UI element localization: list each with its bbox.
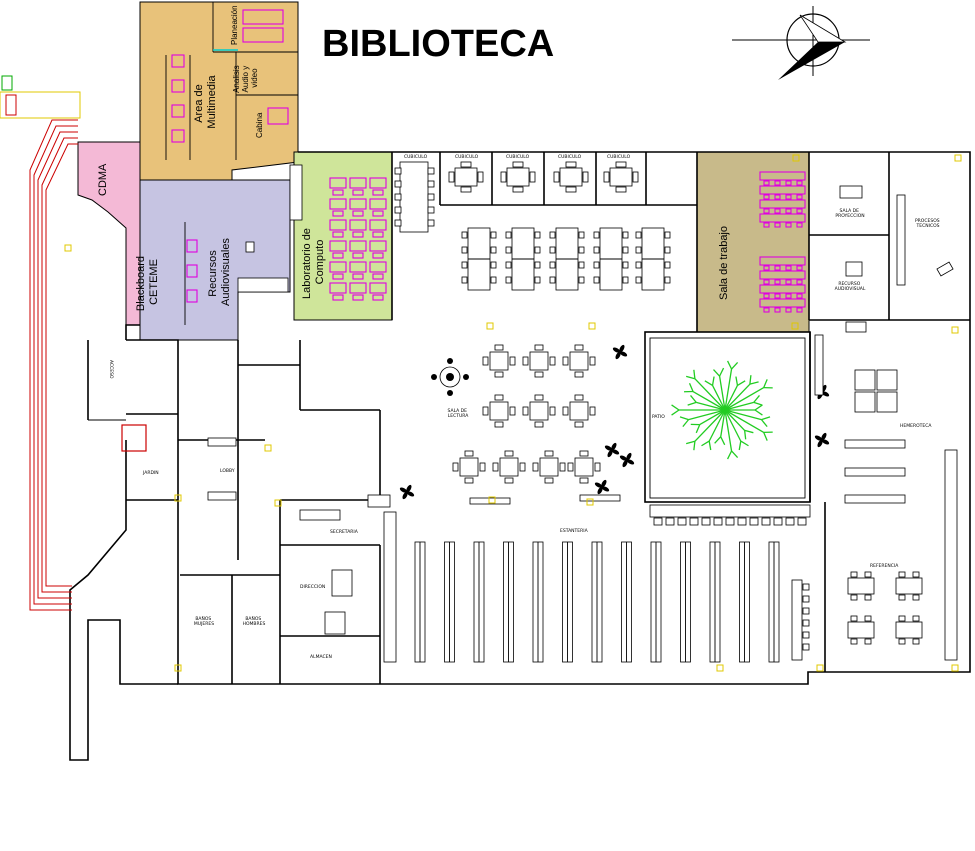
label-cabina: Cabina	[255, 112, 264, 138]
zone-blackboard	[77, 141, 141, 326]
label-patio: PATIO	[652, 414, 665, 420]
label-acceso: ACCESO	[108, 360, 114, 379]
label-blackboard: Blackboard CETEME	[135, 253, 160, 311]
zone-sala-trabajo	[696, 151, 810, 333]
zone-multimedia	[139, 1, 299, 181]
label-cubiculo-2: CUBICULO	[455, 154, 479, 160]
plant-icon	[399, 344, 830, 500]
label-laboratorio: Laboratorio de Computo	[301, 225, 326, 299]
cubicle-furniture	[394, 161, 639, 233]
study-tables	[461, 227, 671, 291]
label-multimedia: Area de Multimedia	[193, 75, 218, 129]
north-arrow-icon	[732, 6, 870, 80]
label-cubiculo-3: CUBICULO	[506, 154, 530, 160]
label-direccion: DIRECCION	[300, 584, 325, 590]
label-planeacion: Planeación	[230, 5, 239, 45]
label-cubiculo-5: CUBICULO	[607, 154, 631, 160]
audiovisual-furniture	[184, 164, 303, 325]
building-walls	[69, 151, 971, 761]
label-cubiculo-1: CUBICULO	[404, 154, 428, 160]
access-lines	[0, 75, 147, 611]
office-furniture	[207, 185, 958, 663]
label-referencia: REFERENCIA	[870, 563, 899, 569]
label-analisis: Analisis Audio y video	[232, 63, 259, 93]
multimedia-furniture	[165, 2, 298, 160]
tree-icon	[671, 360, 773, 460]
referencia-furniture	[791, 571, 923, 661]
label-recursos: Recursos Audiovisuales	[207, 238, 232, 306]
label-estanteria: ESTANTERIA	[560, 528, 589, 534]
label-secretaria: SECRETARIA	[330, 529, 359, 535]
label-banos-mujeres: BAÑOS MUJERES	[194, 615, 214, 627]
sala-trabajo-desks	[759, 171, 806, 313]
label-hemeroteca: HEMEROTECA	[900, 423, 932, 429]
shelving	[414, 494, 811, 663]
computo-desks	[329, 177, 387, 301]
label-sala-trabajo: Sala de trabajo	[718, 226, 730, 300]
label-sala-lectura: SALA DE LECTURA	[448, 408, 470, 419]
label-jardin: JARDIN	[142, 470, 159, 476]
label-cubiculo-4: CUBICULO	[558, 154, 582, 160]
label-almacen: ALMACEN	[310, 654, 332, 660]
label-lobby: LOBBY	[220, 468, 235, 474]
room-labels: CDMA Blackboard CETEME Recursos Audiovis…	[97, 5, 941, 660]
columns	[64, 154, 962, 672]
label-sala-proyeccion: SALA DE PROYECCION	[835, 208, 864, 219]
label-cdma: CDMA	[97, 163, 109, 196]
reading-tables	[431, 344, 601, 484]
label-procesos-tecnicos: PROCESOS TECNICOS	[915, 218, 941, 229]
plan-title: BIBLIOTECA	[322, 23, 554, 65]
hemeroteca-furniture	[844, 369, 906, 504]
label-recurso-audiovisual: RECURSO AUDIOVISUAL	[835, 281, 866, 292]
label-banos-hombres: BAÑOS HOMBRES	[243, 615, 266, 627]
